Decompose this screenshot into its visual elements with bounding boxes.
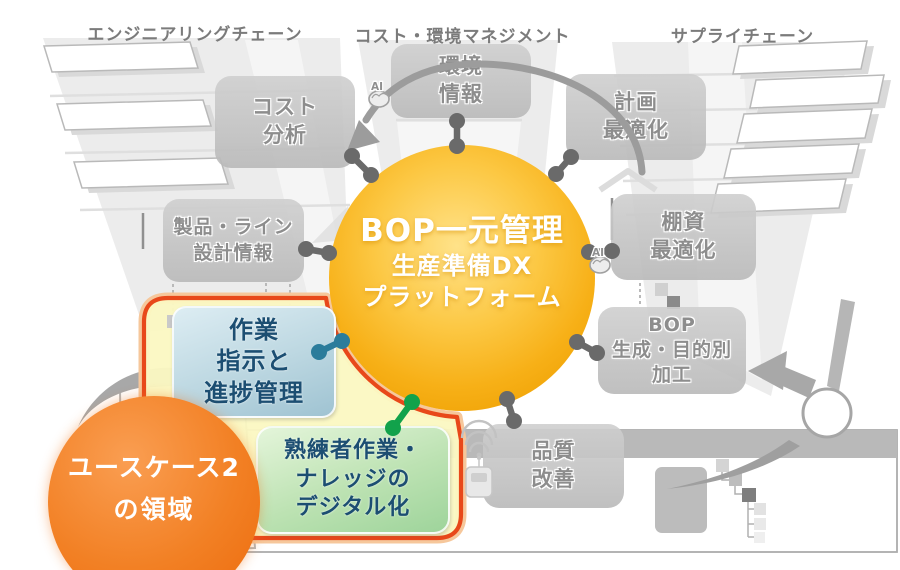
node-product-line-design: 製品・ライン 設計情報 bbox=[163, 199, 304, 282]
node-env-info-line1: 環境 bbox=[439, 54, 483, 79]
node-plan-optimization-line1: 計画 bbox=[614, 90, 658, 115]
supply-cards bbox=[710, 40, 891, 218]
box-work-instruction-line3: 進捗管理 bbox=[204, 378, 304, 407]
usecase2-line2: の領域 bbox=[113, 495, 195, 524]
box-work-instruction-line1: 作業 bbox=[229, 316, 279, 345]
node-cost-analysis: コスト 分析 bbox=[215, 76, 355, 168]
node-product-line-design-line1: 製品・ライン bbox=[173, 216, 294, 239]
platform-circle bbox=[329, 145, 595, 411]
box-expert-knowledge-line1: 熟練者作業・ bbox=[283, 438, 422, 464]
node-plan-optimization-line2: 最適化 bbox=[603, 118, 669, 142]
node-bop-generation: BOP 生成・目的別 加工 bbox=[598, 307, 746, 394]
node-bop-generation-line3: 加工 bbox=[651, 364, 692, 387]
node-quality-improvement-line2: 改善 bbox=[531, 467, 576, 491]
platform-subtitle1: 生産準備DX bbox=[391, 251, 533, 280]
node-bop-generation-line2: 生成・目的別 bbox=[611, 338, 732, 361]
node-inventory-optimization-line1: 棚資 bbox=[661, 210, 706, 235]
box-expert-knowledge-line2: ナレッジの bbox=[295, 466, 411, 492]
platform-subtitle2: プラットフォーム bbox=[362, 282, 562, 311]
usecase2-circle: ユースケース2 の領域 bbox=[48, 396, 260, 570]
engineering-cards bbox=[42, 41, 235, 193]
node-quality-improvement: 品質 改善 bbox=[483, 424, 624, 508]
node-product-line-design-line2: 設計情報 bbox=[193, 241, 274, 264]
label-supply-chain: サプライチェーン bbox=[670, 27, 815, 47]
node-inventory-optimization: 棚資 最適化 bbox=[611, 194, 756, 280]
node-quality-improvement-line1: 品質 bbox=[531, 439, 576, 464]
box-work-instruction-line2: 指示と bbox=[216, 347, 292, 376]
node-env-info-line2: 情報 bbox=[439, 82, 483, 106]
node-bop-generation-line1: BOP bbox=[648, 313, 696, 336]
node-plan-optimization: 計画 最適化 bbox=[566, 74, 706, 160]
node-cost-analysis-line1: コスト bbox=[252, 95, 318, 120]
usecase2-line1: ユースケース2 bbox=[68, 453, 240, 482]
box-expert-knowledge-digitalization: 熟練者作業・ ナレッジの デジタル化 bbox=[256, 426, 450, 534]
platform-title-block: BOP一元管理 生産準備DX プラットフォーム bbox=[337, 212, 587, 313]
box-expert-knowledge-line3: デジタル化 bbox=[295, 495, 411, 521]
platform-title: BOP一元管理 bbox=[360, 213, 564, 249]
label-cost-env-management: コスト・環境マネジメント bbox=[354, 27, 571, 47]
label-engineering-chain: エンジニアリングチェーン bbox=[87, 25, 303, 45]
flow-ring bbox=[667, 299, 855, 489]
node-env-info: 環境 情報 bbox=[391, 44, 531, 118]
node-inventory-optimization-line2: 最適化 bbox=[650, 238, 717, 262]
node-cost-analysis-line2: 分析 bbox=[263, 123, 307, 147]
box-work-instruction: 作業 指示と 進捗管理 bbox=[172, 306, 336, 418]
